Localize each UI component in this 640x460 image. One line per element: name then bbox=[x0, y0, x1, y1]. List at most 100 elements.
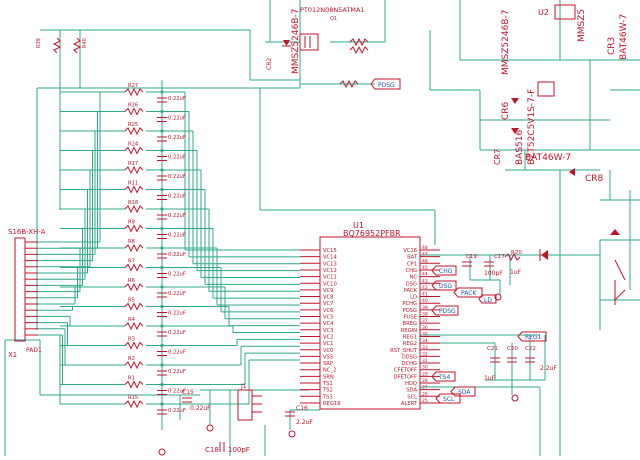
ic-right-pin-21: SDA bbox=[406, 388, 417, 394]
ladder-cap-value: 0.22uF bbox=[168, 155, 186, 161]
ladder-resistor bbox=[124, 126, 144, 136]
ladder-cap-value: 0.22uF bbox=[168, 291, 186, 297]
diode-b-label: BAS516 bbox=[515, 130, 525, 165]
ic-left-pin-0: VC15 bbox=[323, 248, 337, 254]
ic-right-pin-num-9: 39 bbox=[422, 305, 428, 311]
diode-c-label: BZT52C5V1S-7-F bbox=[527, 89, 537, 165]
ladder-resistor bbox=[124, 399, 144, 409]
ladder-cap-value: 0.22uF bbox=[168, 252, 186, 258]
ic-left-pin-13: VC2 bbox=[323, 334, 333, 340]
c21-label: C21 bbox=[487, 346, 498, 352]
svg-text:TS4: TS4 bbox=[438, 374, 450, 381]
ic-left-pin-4: VC11 bbox=[323, 275, 337, 281]
ic-right-pin-num-20: 28 bbox=[422, 378, 428, 384]
ladder-resistor-label: R17 bbox=[128, 161, 138, 167]
ic-right-pin-num-0: 48 bbox=[422, 245, 428, 251]
ic-right-pin-23: ALERT bbox=[401, 401, 418, 407]
cr3-label: CR3 bbox=[607, 37, 617, 55]
net-label-sda: SDA bbox=[450, 386, 476, 397]
connector-pad-label: PAD1 bbox=[26, 347, 42, 354]
ic-right-pin-num-10: 38 bbox=[422, 312, 428, 318]
ladder-resistor bbox=[124, 243, 144, 253]
ic-right-pin-14: REG2 bbox=[403, 341, 417, 347]
ladder-resistor-label: R7 bbox=[128, 259, 135, 265]
mosfet-refdes: Q1 bbox=[330, 16, 337, 22]
r39-label: R39 bbox=[36, 38, 42, 48]
cr6-label: CR6 bbox=[501, 101, 511, 120]
c18-value: 100pF bbox=[228, 446, 250, 454]
svg-text:LD: LD bbox=[484, 297, 492, 304]
ladder-cap-value: 0.22uF bbox=[168, 213, 186, 219]
ladder-resistor bbox=[124, 146, 144, 155]
ic-right-pin-9: PDSG bbox=[403, 308, 417, 314]
filter-ladder: R270.22uFR260.22uFR250.22uFR240.22uFR170… bbox=[124, 83, 186, 415]
ladder-resistor bbox=[124, 380, 144, 389]
ic-right-pin-0: VC16 bbox=[403, 248, 417, 254]
r40-label: R40 bbox=[82, 38, 88, 48]
svg-text:DSG: DSG bbox=[439, 283, 452, 290]
ladder-resistor bbox=[124, 282, 144, 292]
connector-x1: S16B-XH-A X1 PAD1 bbox=[8, 228, 46, 359]
ic-right-pin-18: CFETOFF bbox=[394, 368, 417, 374]
ladder-resistor bbox=[124, 263, 144, 272]
ladder-cap-value: 0.22uF bbox=[168, 96, 186, 102]
c22uf-label: 2.2uF bbox=[540, 365, 557, 372]
ladder-resistor-label: R2 bbox=[128, 356, 135, 362]
ladder-resistor bbox=[124, 107, 144, 116]
ic-right-pin-5: DSG bbox=[406, 281, 417, 287]
ic-right-pin-num-12: 36 bbox=[422, 325, 428, 331]
ladder-cap-value: 0.22uF bbox=[168, 330, 186, 336]
ladder-resistor-label: R5 bbox=[128, 298, 135, 304]
ic-right-pin-num-4: 44 bbox=[422, 272, 428, 278]
ic-right-pin-12: REGIN bbox=[401, 328, 417, 334]
ic-left-pin-16: VSS bbox=[323, 354, 333, 360]
ladder-resistor bbox=[124, 165, 144, 175]
ic-right-pin-num-22: 26 bbox=[422, 391, 428, 397]
ic-right-pin-3: CHG bbox=[405, 268, 417, 274]
cell-sense-wiring bbox=[38, 80, 300, 430]
ic-right-pin-1: BAT bbox=[407, 255, 418, 261]
ic-left-pin-7: VC8 bbox=[323, 295, 333, 301]
ladder-cap-value: 0.22uF bbox=[168, 233, 186, 239]
ic-right-pin-8: PCHG bbox=[402, 301, 417, 307]
c22-label: C22 bbox=[525, 346, 536, 352]
ic-right-pin-num-13: 35 bbox=[422, 331, 428, 337]
connector-part-label: S16B-XH-A bbox=[8, 228, 46, 236]
diode-a-label: MMSZ5246B-7 bbox=[501, 10, 511, 75]
r20-label: R20 bbox=[511, 250, 522, 256]
cr7-label: CR7 bbox=[493, 149, 502, 165]
ic-right-pin-num-3: 45 bbox=[422, 265, 428, 271]
c15-value: 0.22uF bbox=[190, 405, 211, 412]
q3-label: MMSZ5 bbox=[577, 9, 587, 42]
ladder-cap-value: 0.22uF bbox=[168, 116, 186, 122]
net-label-ts4: TS4 bbox=[431, 371, 456, 382]
ladder-resistor-label: R24 bbox=[128, 142, 139, 148]
ic-right-pin-num-1: 47 bbox=[422, 252, 428, 258]
ic-right-pin-7: LD bbox=[410, 295, 417, 301]
svg-text:PACK: PACK bbox=[461, 290, 477, 297]
j1-label: J1 bbox=[240, 383, 247, 390]
c15-label: C15 bbox=[182, 389, 194, 396]
ic-left-pin-19: SRN bbox=[323, 374, 334, 380]
ic-right-pin-num-15: 33 bbox=[422, 345, 428, 351]
svg-text:PDSG: PDSG bbox=[439, 308, 456, 315]
ladder-resistor bbox=[124, 224, 144, 233]
ladder-cap-value: 0.22uF bbox=[168, 369, 186, 375]
q2-label: U2 bbox=[538, 8, 549, 17]
ic-left-pin-11: VC4 bbox=[323, 321, 334, 327]
ic-right-pin-num-17: 31 bbox=[422, 358, 428, 364]
diode-d-label: BAT46W-7 bbox=[525, 153, 571, 163]
ladder-resistor bbox=[124, 87, 144, 97]
ic-left-pins: VC15VC14VC13VC12VC11VC10VC9VC8VC7VC6VC5V… bbox=[300, 248, 341, 407]
ladder-cap-value: 0.22uF bbox=[168, 350, 186, 356]
cr1-label: MMSZ5246B-7 bbox=[291, 9, 301, 74]
ladder-resistor-label: R6 bbox=[128, 278, 135, 284]
ic-left-pin-23: REG18 bbox=[323, 401, 341, 407]
ladder-resistor bbox=[124, 302, 144, 311]
ic-right-pin-num-2: 46 bbox=[422, 258, 428, 264]
ic-left-pin-21: TS2 bbox=[322, 388, 333, 394]
ic-right-pin-num-19: 29 bbox=[422, 371, 428, 377]
c1uf-b-label: 1uF bbox=[484, 375, 496, 382]
ic-left-pin-6: VC9 bbox=[323, 288, 333, 294]
